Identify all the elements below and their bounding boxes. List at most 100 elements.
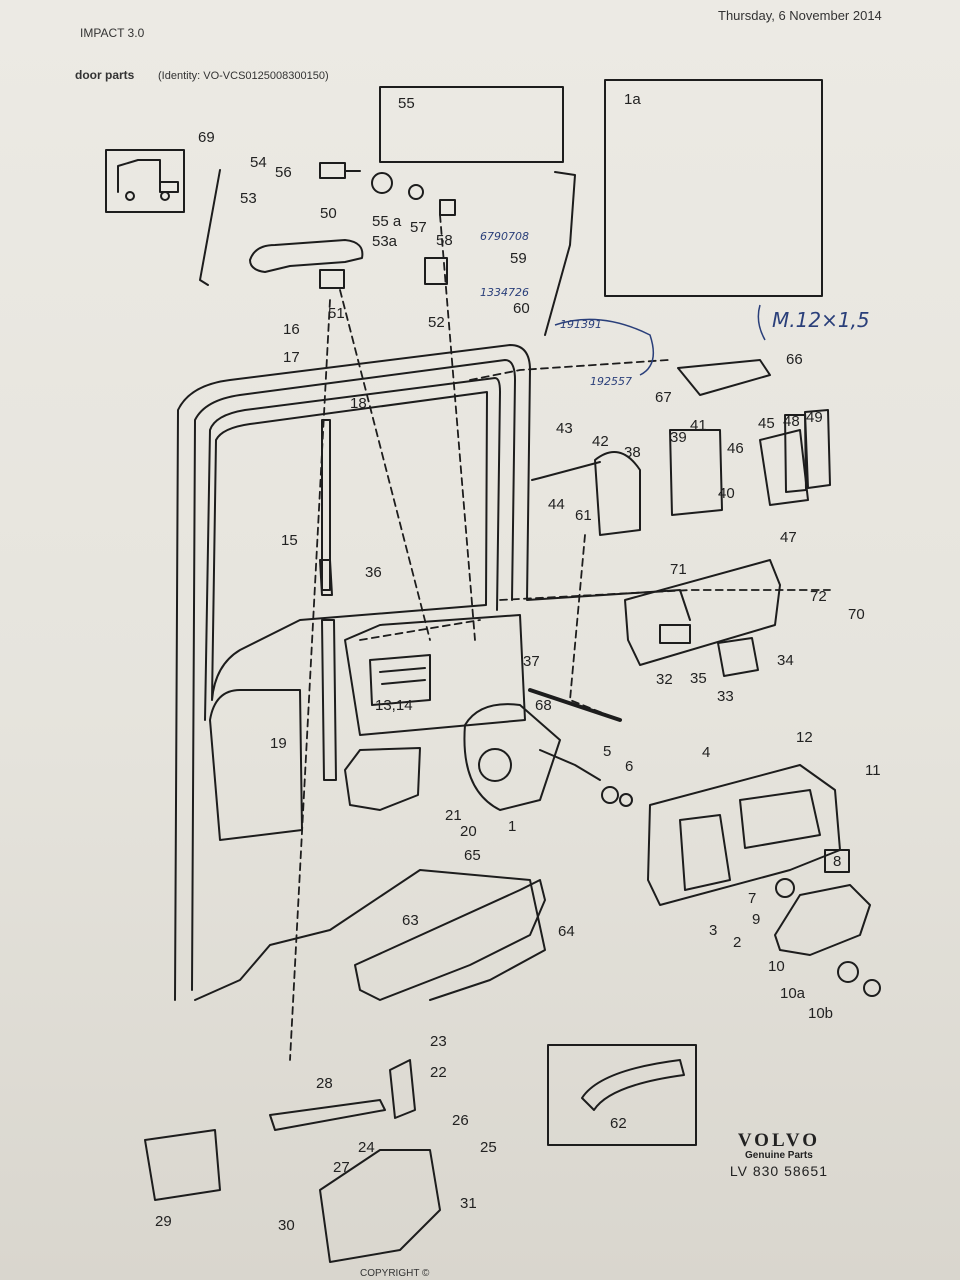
callout-41: 41 bbox=[690, 417, 707, 434]
callout-16: 16 bbox=[283, 321, 300, 338]
callout-28: 28 bbox=[316, 1075, 333, 1092]
callout-68: 68 bbox=[535, 697, 552, 714]
callout-33: 33 bbox=[717, 688, 734, 705]
callout-55a: 55 a bbox=[372, 213, 402, 230]
callout-30: 30 bbox=[278, 1217, 295, 1234]
handwritten-notes: 6790708 1334726 191391 192557 M.12×1,5 bbox=[480, 230, 870, 388]
callout-56: 56 bbox=[275, 164, 292, 181]
check-strap-27 bbox=[269, 1099, 386, 1131]
copyright-text: COPYRIGHT © bbox=[360, 1268, 430, 1279]
callout-13-14: 13,14 bbox=[375, 697, 413, 714]
hinge-22 bbox=[389, 1059, 416, 1119]
hinge-10 bbox=[774, 884, 871, 956]
note-part-number-2: 1334726 bbox=[480, 286, 529, 299]
callout-25: 25 bbox=[480, 1139, 497, 1156]
callout-18: 18 bbox=[350, 395, 367, 412]
callout-26: 26 bbox=[452, 1112, 469, 1129]
bracket-29 bbox=[144, 1129, 221, 1201]
callout-38: 38 bbox=[624, 444, 641, 461]
page-title: door parts bbox=[75, 68, 135, 82]
callout-59: 59 bbox=[510, 250, 527, 267]
callout-8-box bbox=[824, 849, 850, 873]
callout-23: 23 bbox=[430, 1033, 447, 1050]
callout-17: 17 bbox=[283, 349, 300, 366]
callout-27: 27 bbox=[333, 1159, 350, 1176]
seal-62-inset-box bbox=[547, 1044, 697, 1146]
callout-54: 54 bbox=[250, 154, 267, 171]
volvo-logo: VOLVO bbox=[737, 1130, 820, 1151]
callout-69: 69 bbox=[198, 129, 215, 146]
callout-2: 2 bbox=[733, 934, 741, 951]
cover-31 bbox=[319, 1149, 441, 1263]
note-part-number-1: 6790708 bbox=[480, 230, 529, 243]
app-name: IMPACT 3.0 bbox=[80, 26, 145, 40]
callout-52: 52 bbox=[428, 314, 445, 331]
callout-63: 63 bbox=[402, 912, 419, 929]
callout-1a: 1a bbox=[624, 91, 641, 108]
callout-62: 62 bbox=[610, 1115, 627, 1132]
brand-subtitle: Genuine Parts bbox=[745, 1150, 813, 1161]
callout-32: 32 bbox=[656, 671, 673, 688]
ring-55a bbox=[371, 172, 393, 194]
print-date: Thursday, 6 November 2014 bbox=[718, 8, 882, 23]
latch-38 bbox=[594, 451, 641, 536]
bracket-52 bbox=[424, 257, 448, 285]
callout-1: 1 bbox=[508, 818, 516, 835]
callout-40: 40 bbox=[718, 485, 735, 502]
callout-34: 34 bbox=[777, 652, 794, 669]
callout-66: 66 bbox=[786, 351, 803, 368]
callout-67: 67 bbox=[655, 389, 672, 406]
callout-53: 53 bbox=[240, 190, 257, 207]
truck-inset-box bbox=[105, 149, 185, 213]
rod-59 bbox=[544, 171, 576, 336]
truck-icon bbox=[117, 159, 179, 193]
plates-48-49 bbox=[784, 409, 831, 493]
callout-71: 71 bbox=[670, 561, 687, 578]
armrest-32 bbox=[624, 559, 781, 666]
lock-39 bbox=[669, 429, 723, 516]
pocket-63 bbox=[354, 879, 546, 1001]
cover-33 bbox=[717, 637, 759, 677]
identity-code: (Identity: VO-VCS0125008300150) bbox=[158, 70, 329, 82]
callout-43: 43 bbox=[556, 420, 573, 437]
callout-4: 4 bbox=[702, 744, 710, 761]
regulator-1 bbox=[463, 703, 561, 811]
door-frame-inner bbox=[191, 359, 516, 991]
callout-15: 15 bbox=[281, 532, 298, 549]
callout-49: 49 bbox=[806, 409, 823, 426]
callout-31: 31 bbox=[460, 1195, 477, 1212]
striker-45 bbox=[759, 429, 809, 506]
callout-61: 61 bbox=[575, 507, 592, 524]
callout-58: 58 bbox=[436, 232, 453, 249]
inner-handle-41 bbox=[677, 359, 771, 396]
callout-10a: 10a bbox=[780, 985, 806, 1002]
callout-6: 6 bbox=[625, 758, 633, 775]
callout-3: 3 bbox=[709, 922, 717, 939]
callout-5: 5 bbox=[603, 743, 611, 760]
callout-51: 51 bbox=[328, 305, 345, 322]
callout-37: 37 bbox=[523, 653, 540, 670]
callout-53a: 53a bbox=[372, 233, 398, 250]
callout-35: 35 bbox=[690, 670, 707, 687]
lock-cylinder-56 bbox=[319, 162, 346, 179]
rod-53 bbox=[199, 169, 221, 286]
callout-10: 10 bbox=[768, 958, 785, 975]
callout-24: 24 bbox=[358, 1139, 375, 1156]
callout-11: 11 bbox=[865, 762, 881, 779]
callout-60: 60 bbox=[513, 300, 530, 317]
callout-12: 12 bbox=[796, 729, 813, 746]
detail-1a-inset-box bbox=[604, 79, 823, 297]
inner-regulator-plate bbox=[344, 614, 526, 736]
callout-45: 45 bbox=[758, 415, 775, 432]
callout-22: 22 bbox=[430, 1064, 447, 1081]
plate-4 bbox=[647, 764, 841, 906]
lower-panel bbox=[194, 869, 546, 1001]
callout-29: 29 bbox=[155, 1213, 172, 1230]
seal-62 bbox=[581, 1059, 685, 1111]
window-channel-15 bbox=[321, 419, 331, 591]
callout-48: 48 bbox=[783, 413, 800, 430]
callout-42: 42 bbox=[592, 433, 609, 450]
window-frame bbox=[204, 377, 501, 721]
callout-10b: 10b bbox=[808, 1005, 833, 1022]
